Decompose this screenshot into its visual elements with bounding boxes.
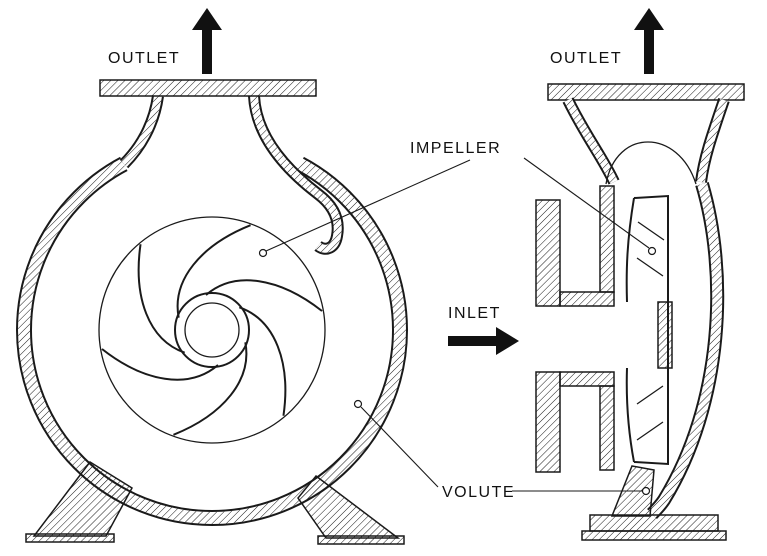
impeller-side xyxy=(625,194,673,466)
outlet-neck-left-wall xyxy=(121,95,162,167)
foot-baseplate-left xyxy=(25,533,115,543)
outlet-neck-side-right-wall xyxy=(695,98,730,183)
casing-front-wall-lower xyxy=(599,385,615,471)
volute-dome-section xyxy=(605,141,697,185)
volute-tongue-wall xyxy=(248,95,344,255)
outlet-neck-side-right-wall xyxy=(697,98,728,183)
impeller-leader-right xyxy=(523,157,650,249)
impeller-blade-section-lower xyxy=(636,385,664,441)
impeller-front-shroud-lower xyxy=(625,367,635,463)
impeller-leader-right-dot xyxy=(647,246,657,256)
volute-label: VOLUTE xyxy=(442,484,515,501)
impeller-front xyxy=(98,208,326,452)
casing-front-wall-upper xyxy=(599,185,615,293)
volute-leader-left-dot xyxy=(353,399,363,409)
impeller-blade xyxy=(172,333,260,452)
outlet-label-left: OUTLET xyxy=(108,50,180,67)
base-flange xyxy=(589,514,719,532)
pump-front-view xyxy=(16,79,408,545)
impeller-rim xyxy=(98,216,326,444)
impeller-leader-left-dot xyxy=(258,248,268,258)
leader-lines xyxy=(258,157,657,496)
outlet-arrow-right xyxy=(634,8,664,74)
outlet-neck-side-left-wall xyxy=(562,97,620,185)
inlet-arrow xyxy=(448,327,519,355)
inlet-pipe-upper-wall xyxy=(559,291,615,307)
impeller-hub-outer xyxy=(174,292,250,368)
volute-outer-wall-side xyxy=(647,182,725,519)
inlet-label: INLET xyxy=(448,305,501,322)
impeller-leader-left xyxy=(265,159,471,252)
impeller-hub-section xyxy=(657,301,673,369)
outlet-label-right: OUTLET xyxy=(550,50,622,67)
impeller-label: IMPELLER xyxy=(410,140,501,157)
pump-side-view xyxy=(535,83,745,541)
inlet-flange-lower xyxy=(535,371,561,473)
pump-foot-left xyxy=(32,461,133,537)
impeller-front-shroud-upper xyxy=(625,197,635,303)
impeller-blade xyxy=(224,298,312,417)
outlet-neck-side-left-wall xyxy=(564,98,618,184)
outlet-arrow-left xyxy=(192,8,222,74)
flow-arrows xyxy=(192,8,664,355)
volute-leader-left xyxy=(360,406,439,488)
pump-foot-right xyxy=(297,474,401,539)
outlet-flange-front xyxy=(99,79,317,97)
outlet-flange-side xyxy=(547,83,745,101)
volute-leader-right-dot xyxy=(641,486,651,496)
inlet-flange-upper xyxy=(535,199,561,307)
foot-baseplate-right xyxy=(317,535,405,545)
volute-outer-wall-side xyxy=(648,182,723,518)
outlet-throat-opening xyxy=(118,129,306,330)
base-plate xyxy=(581,530,727,541)
volute-tongue-wall xyxy=(250,95,342,253)
inlet-pipe-lower-wall xyxy=(559,371,615,387)
impeller-blade-section-upper xyxy=(636,221,665,277)
impeller-hub-inner xyxy=(184,302,240,358)
outlet-neck-left-wall xyxy=(119,95,164,169)
labels: OUTLET OUTLET IMPELLER INLET VOLUTE xyxy=(108,50,622,501)
